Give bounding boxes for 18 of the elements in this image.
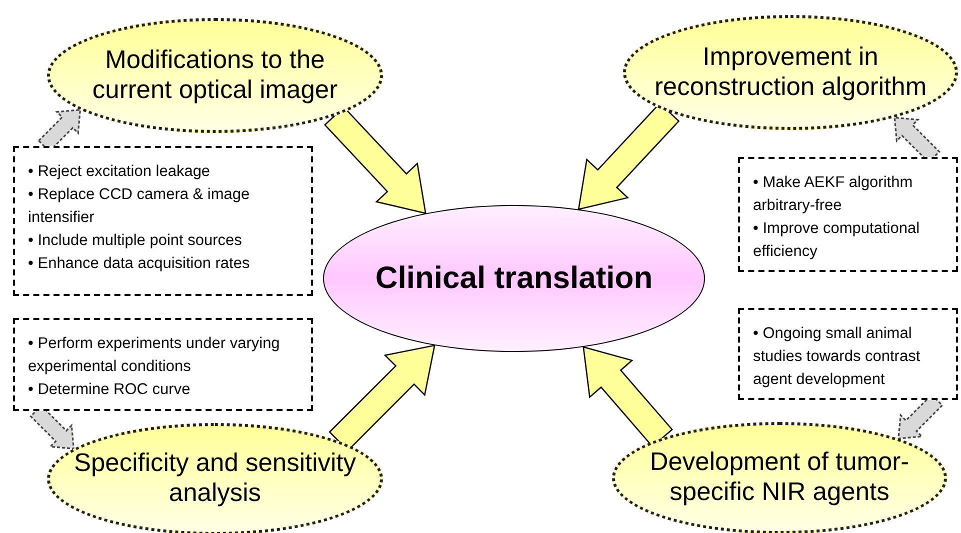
- topic-title: Modifications to the current optical imager: [91, 46, 339, 106]
- bullet-item: • Enhance data acquisition rates: [28, 254, 251, 274]
- bullet-item: • Replace CCD camera & image intensifier: [28, 185, 251, 228]
- topic-title: Specificity and sensitivity analysis: [72, 449, 358, 509]
- dashed-note-box: [13, 146, 313, 296]
- topic-title: Improvement in reconstruction algorithm: [653, 42, 928, 102]
- dashed-note-box: [738, 157, 958, 272]
- bullet-item: • Determine ROC curve: [28, 380, 192, 400]
- central-title: Clinical translation: [375, 260, 653, 297]
- bullet-item: • Reject excitation leakage: [28, 162, 212, 182]
- dashed-note-box: [13, 318, 313, 411]
- bullet-item: • Include multiple point sources: [28, 231, 243, 251]
- bullet-item: • Improve computational efficiency: [753, 219, 921, 262]
- bullet-item: • Perform experiments under varying experimental conditions: [28, 334, 281, 377]
- bullet-item: • Ongoing small animal studies towards contrast agent development: [753, 324, 922, 390]
- bullet-item: • Make AEKF algorithm arbitrary-free: [753, 173, 914, 216]
- topic-title: Development of tumor-specific NIR agents: [648, 448, 910, 508]
- dashed-note-box: [738, 308, 958, 400]
